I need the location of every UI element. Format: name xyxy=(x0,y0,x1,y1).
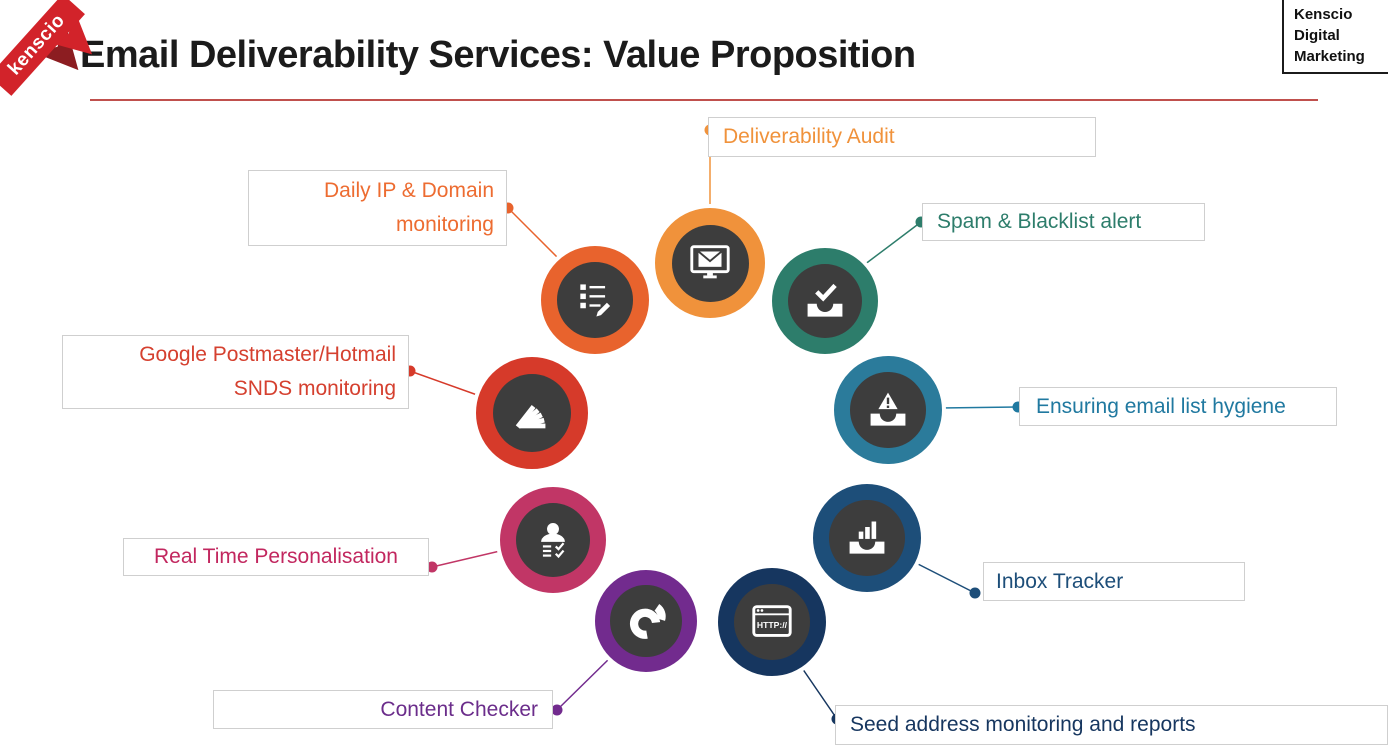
label-text: Real Time Personalisation xyxy=(154,545,398,568)
node-seed-address-monitoring: HTTP:// xyxy=(714,564,830,680)
node-inner-circle xyxy=(671,224,749,302)
label-text: Deliverability Audit xyxy=(723,125,895,148)
node-deliverability-audit xyxy=(651,204,769,322)
checklist-icon xyxy=(580,284,611,317)
node-inner-circle xyxy=(557,262,633,338)
node-inner-circle xyxy=(787,263,863,339)
node-inner-circle xyxy=(492,373,572,453)
dot-content-checker xyxy=(551,704,563,716)
inbox-chart-icon xyxy=(849,521,885,554)
label-google-postmaster-snds: Google Postmaster/Hotmail SNDS monitorin… xyxy=(62,335,409,409)
label-text: Spam & Blacklist alert xyxy=(937,210,1142,233)
kenscio-logo: kenscio xyxy=(0,0,118,118)
label-text-line2: monitoring xyxy=(395,213,494,236)
brand-block: Kenscio Digital Marketing xyxy=(1282,0,1388,74)
brand-line: Kenscio xyxy=(1294,6,1353,23)
label-text: Inbox Tracker xyxy=(996,569,1124,593)
label-text-line2: SNDS monitoring xyxy=(233,377,396,400)
connector-daily-ip-domain xyxy=(507,207,561,261)
node-inner-circle xyxy=(610,585,682,657)
inbox-check-icon xyxy=(807,283,843,317)
node-google-postmaster-snds xyxy=(472,353,592,473)
stack-icon xyxy=(515,404,546,429)
title-underline xyxy=(90,99,1318,101)
http-icon-text: HTTP:// xyxy=(757,620,788,630)
http-browser-icon: HTTP:// xyxy=(752,605,792,637)
brand-line: Digital xyxy=(1294,27,1340,44)
brand-line: Marketing xyxy=(1294,48,1365,65)
label-text: Seed address monitoring and reports xyxy=(850,713,1196,736)
connector-inbox-tracker xyxy=(911,560,976,594)
label-spam-blacklist-alert: Spam & Blacklist alert xyxy=(922,203,1205,241)
node-content-checker xyxy=(591,566,701,676)
label-content-checker: Content Checker xyxy=(213,690,553,729)
connector-google-postmaster xyxy=(409,370,481,397)
node-inner-circle: HTTP:// xyxy=(734,584,810,660)
connector-spam-blacklist xyxy=(859,221,922,269)
pie-chart-icon xyxy=(629,601,666,639)
person-checklist-icon xyxy=(541,523,565,559)
connector-content-checker xyxy=(556,655,613,711)
node-daily-ip-domain xyxy=(537,242,653,358)
page-title: Email Deliverability Services: Value Pro… xyxy=(80,34,916,76)
node-spam-blacklist-alert xyxy=(768,244,882,358)
label-text-line1: Daily IP & Domain xyxy=(323,179,494,202)
node-real-time-personalisation xyxy=(496,483,610,597)
label-seed-address-monitoring: Seed address monitoring and reports xyxy=(835,705,1388,745)
connector-seed-address xyxy=(799,664,838,720)
connector-email-hygiene xyxy=(939,406,1019,409)
node-email-list-hygiene xyxy=(830,352,946,468)
label-text: Content Checker xyxy=(380,697,538,721)
email-campaign-icon xyxy=(690,245,730,279)
inbox-warning-icon xyxy=(870,392,906,426)
label-text: Ensuring email list hygiene xyxy=(1036,394,1286,418)
label-real-time-personalisation: Real Time Personalisation xyxy=(123,538,429,576)
node-inbox-tracker xyxy=(809,480,925,596)
node-inner-circle xyxy=(515,502,591,578)
connector-real-time-personalisation xyxy=(431,550,501,568)
label-daily-ip-domain: Daily IP & Domain monitoring xyxy=(248,170,507,246)
label-inbox-tracker: Inbox Tracker xyxy=(983,562,1245,601)
label-email-list-hygiene: Ensuring email list hygiene xyxy=(1019,387,1337,426)
dot-inbox-tracker xyxy=(969,587,981,599)
label-deliverability-audit: Deliverability Audit xyxy=(708,117,1096,157)
label-text-line1: Google Postmaster/Hotmail xyxy=(139,343,396,366)
node-inner-circle xyxy=(829,500,905,576)
node-inner-circle xyxy=(850,372,926,448)
